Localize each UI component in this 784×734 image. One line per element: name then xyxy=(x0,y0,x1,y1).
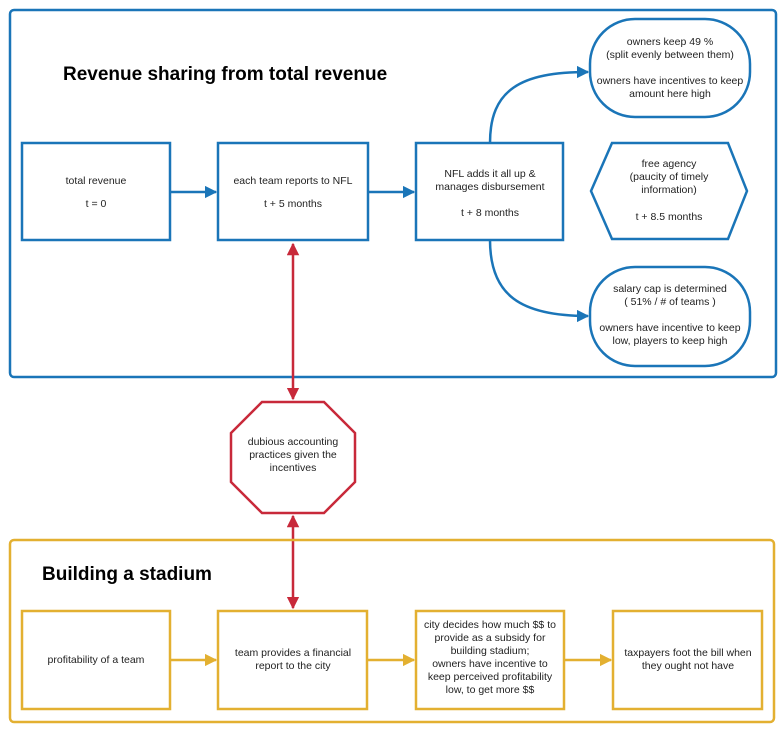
financial-report-box xyxy=(216,609,369,711)
salary-cap-label-3: owners have incentive to keep xyxy=(599,322,740,334)
nfl-adds-label-1: NFL adds it all up & xyxy=(444,168,535,180)
city-decides-box xyxy=(414,609,566,711)
free-agency-time: t + 8.5 months xyxy=(636,211,703,223)
free-agency-label-3: information) xyxy=(641,184,696,196)
free-agency-label-1: free agency xyxy=(642,158,698,170)
team-reports-time: t + 5 months xyxy=(264,198,322,210)
profitability-box xyxy=(20,609,172,711)
dubious-accounting-node xyxy=(229,400,357,515)
team-reports-box xyxy=(216,141,370,242)
total-revenue-label: total revenue xyxy=(66,175,127,187)
city-decides-label-5: keep perceived profitability xyxy=(428,671,553,683)
dubious-label-1: dubious accounting xyxy=(248,436,339,448)
arrow-nfl-to-owners xyxy=(488,65,590,144)
taxpayers-box xyxy=(611,609,764,711)
owners-keep-label-2: (split evenly between them) xyxy=(606,49,734,61)
salary-cap-label-2: ( 51% / # of teams ) xyxy=(624,296,716,308)
taxpayers-label-1: taxpayers foot the bill when xyxy=(624,647,751,659)
owners-keep-label-4: amount here high xyxy=(629,88,711,100)
financial-report-label-2: report to the city xyxy=(255,660,331,672)
nfl-adds-time: t + 8 months xyxy=(461,207,519,219)
profitability-label: profitability of a team xyxy=(48,654,145,666)
revenue-section-title: Revenue sharing from total revenue xyxy=(63,64,387,85)
salary-cap-label-1: salary cap is determined xyxy=(613,283,727,295)
salary-cap-node xyxy=(588,265,752,368)
free-agency-node xyxy=(589,141,749,241)
stadium-section-title: Building a stadium xyxy=(42,564,212,585)
city-decides-label-1: city decides how much $$ to xyxy=(424,619,556,631)
owners-keep-node xyxy=(588,17,752,119)
financial-report-label-1: team provides a financial xyxy=(235,647,351,659)
dubious-label-2: practices given the xyxy=(249,449,337,461)
total-revenue-time: t = 0 xyxy=(86,198,107,210)
owners-keep-label-3: owners have incentives to keep xyxy=(597,75,744,87)
city-decides-label-6: low, to get more $$ xyxy=(446,684,535,696)
dubious-label-3: incentives xyxy=(270,462,317,474)
free-agency-label-2: (paucity of timely xyxy=(630,171,710,183)
city-decides-label-2: provide as a subsidy for xyxy=(435,632,546,644)
city-decides-label-4: owners have incentive to xyxy=(432,658,548,670)
stadium-section-frame xyxy=(8,538,776,724)
team-reports-label: each team reports to NFL xyxy=(233,175,352,187)
revenue-section-frame xyxy=(8,8,778,379)
salary-cap-label-4: low, players to keep high xyxy=(613,335,728,347)
taxpayers-label-2: they ought not have xyxy=(642,660,734,672)
total-revenue-box xyxy=(20,141,172,242)
arrow-nfl-to-salary-cap xyxy=(488,239,590,323)
nfl-adds-label-2: manages disbursement xyxy=(435,181,544,193)
city-decides-label-3: building stadium; xyxy=(451,645,530,657)
owners-keep-label-1: owners keep 49 % xyxy=(627,36,713,48)
